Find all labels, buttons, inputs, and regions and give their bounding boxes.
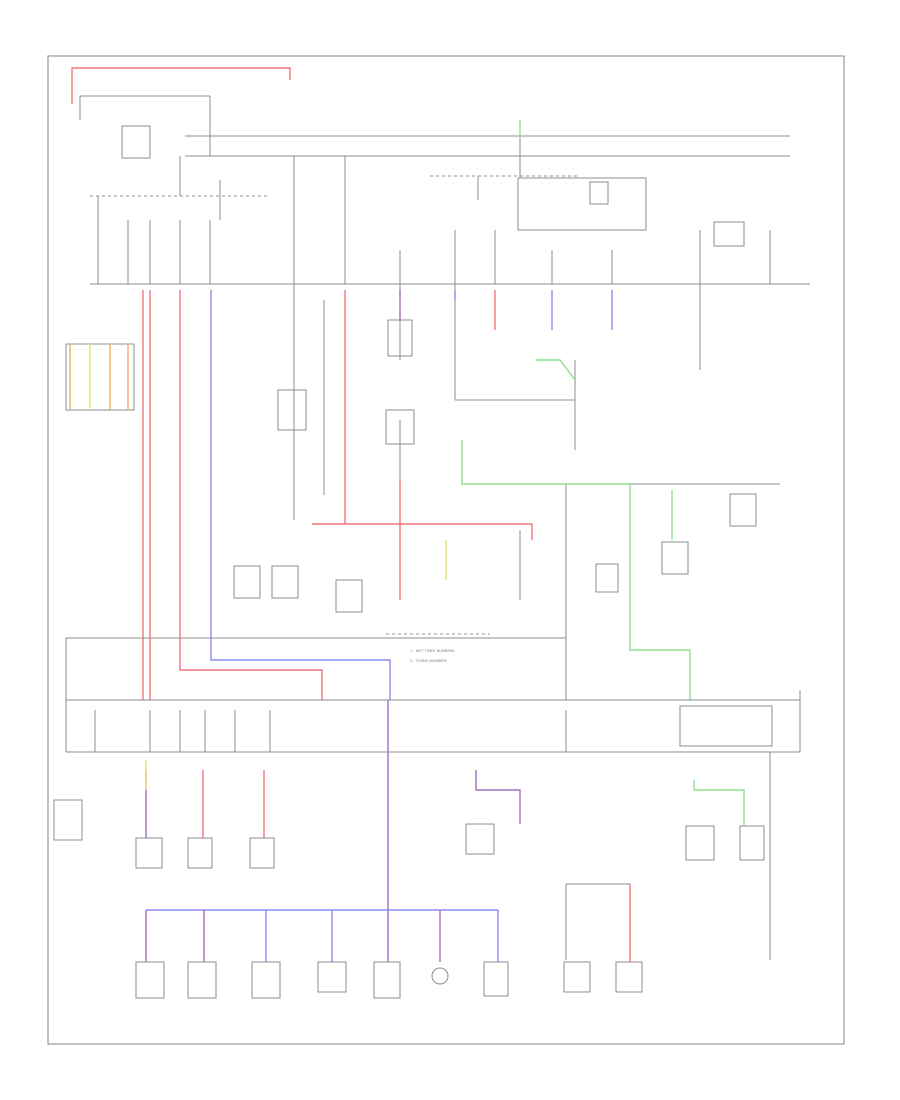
top-power-section: [79, 95, 810, 285]
top-colored-wires: [71, 67, 521, 138]
middle-section: [65, 284, 780, 700]
legend-item-1: 1 · HOT TIMES NUMBERS: [410, 649, 455, 653]
diagram-frame: [47, 55, 845, 1045]
lower-section: [53, 637, 801, 999]
legend-item-2: 2 · TURNS NUMBERS: [410, 659, 448, 663]
lower-colored-wires: [145, 700, 745, 962]
middle-colored-wires: [69, 290, 691, 700]
